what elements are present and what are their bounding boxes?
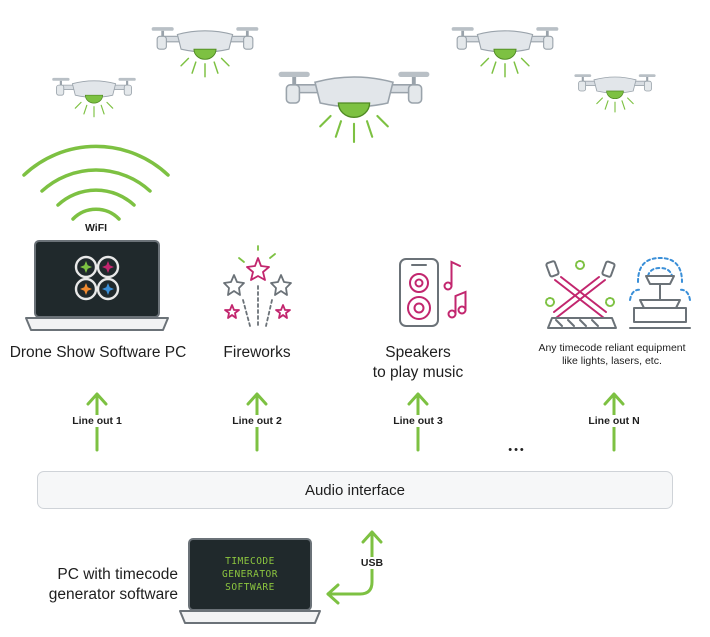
drone-icon	[573, 73, 657, 113]
fireworks-label: Fireworks	[223, 344, 291, 361]
timecode-screen: TIMECODE GENERATOR SOFTWARE	[194, 544, 306, 605]
more-outputs-ellipsis: •••	[508, 444, 526, 456]
audio-interface-box: Audio interface	[37, 471, 673, 509]
speakers-label-line1: Speakers	[385, 344, 451, 361]
timecode-screen-line3: SOFTWARE	[225, 582, 275, 593]
stage-lights-icon	[545, 260, 617, 329]
timecode-screen-line1: TIMECODE	[225, 556, 275, 567]
usb-arrow	[326, 530, 383, 605]
timecode-screen-line2: GENERATOR	[222, 569, 278, 580]
timecode-pc-label-line1: PC with timecode	[57, 566, 178, 583]
drone-show-logo-icon	[74, 255, 120, 301]
line-out-3-label: Line out 3	[378, 415, 458, 427]
line-out-2-label: Line out 2	[217, 415, 297, 427]
speaker-phone-icon	[399, 258, 467, 327]
audio-interface-label: Audio interface	[304, 481, 406, 499]
wifi-icon	[22, 144, 170, 221]
timecode-pc-label: PC with timecode generator software	[18, 565, 178, 605]
usb-label: USB	[352, 557, 392, 569]
timecode-pc-label-line2: generator software	[48, 586, 178, 603]
line-out-1-label: Line out 1	[57, 415, 137, 427]
drone-icon	[277, 70, 431, 144]
drone-pc-label: Drone Show Software PC	[9, 344, 187, 361]
fireworks-icon	[223, 245, 292, 327]
speakers-label: Speakers to play music	[360, 343, 476, 383]
drone-icon	[51, 77, 137, 118]
speakers-label-line2: to play music	[372, 364, 464, 381]
equipment-label: Any timecode reliant equipment like ligh…	[522, 342, 702, 368]
equipment-label-line2: like lights, lasers, etc.	[562, 355, 662, 367]
fountain-icon	[629, 257, 691, 329]
drone-show-laptop-icon	[25, 240, 169, 331]
line-out-n-label: Line out N	[574, 415, 654, 427]
drone-icon	[150, 26, 260, 78]
drone-icon	[450, 26, 560, 78]
wifi-label: WiFI	[84, 222, 108, 234]
equipment-label-line1: Any timecode reliant equipment	[538, 342, 686, 354]
